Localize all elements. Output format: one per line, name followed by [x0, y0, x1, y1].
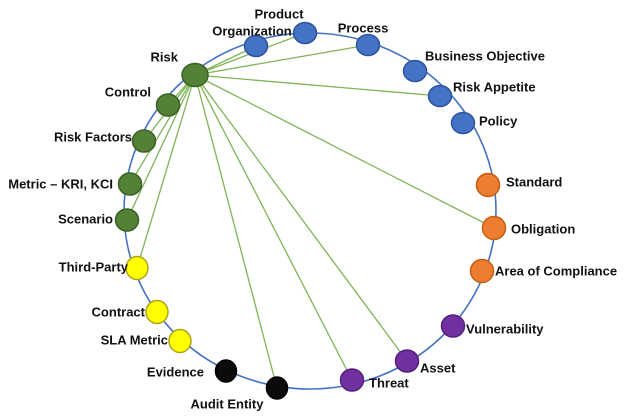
node-obligation — [481, 215, 507, 241]
label-contract: Contract — [92, 305, 146, 320]
node-process — [355, 33, 381, 57]
node-standard — [475, 172, 501, 198]
node-area-of-compliance — [469, 258, 495, 284]
node-control — [155, 93, 181, 117]
label-scenario: Scenario — [58, 212, 113, 227]
label-audit-entity: Audit Entity — [191, 397, 265, 412]
node-evidence — [214, 359, 238, 383]
node-risk-appetite — [427, 84, 453, 108]
label-organization: Organization — [212, 24, 292, 39]
node-metric-kri-kci — [117, 172, 143, 196]
label-risk-appetite: Risk Appetite — [453, 80, 536, 95]
node-risk-factors — [131, 129, 157, 153]
node-scenario — [114, 208, 140, 232]
label-obligation: Obligation — [511, 222, 575, 237]
node-sla-metric — [168, 328, 192, 354]
label-policy: Policy — [479, 114, 518, 129]
label-risk: Risk — [151, 50, 179, 65]
edge-risk-risk-appetite — [194, 74, 441, 97]
node-policy — [450, 111, 476, 135]
node-asset — [394, 349, 420, 373]
node-organization — [243, 34, 269, 58]
label-metric-kri-kci: Metric – KRI, KCI — [8, 177, 113, 192]
edge-risk-process — [194, 44, 369, 76]
edge-risk-scenario — [126, 74, 196, 221]
label-process: Process — [338, 21, 389, 36]
node-threat — [339, 368, 365, 392]
node-product — [292, 21, 318, 45]
label-threat: Threat — [369, 376, 409, 391]
edge-risk-metric-kri-kci — [129, 74, 196, 185]
label-business-objective: Business Objective — [425, 49, 545, 64]
label-standard: Standard — [506, 175, 562, 190]
node-vulnerability — [440, 314, 466, 338]
edge-risk-third-party — [136, 74, 196, 269]
label-evidence: Evidence — [147, 365, 204, 380]
label-control: Control — [105, 85, 151, 100]
node-business-objective — [402, 59, 428, 83]
edge-risk-asset — [194, 74, 408, 362]
label-vulnerability: Vulnerability — [466, 322, 544, 337]
label-area-of-compliance: Area of Compliance — [495, 264, 617, 279]
label-asset: Asset — [420, 361, 456, 376]
edge-risk-obligation — [194, 74, 495, 229]
node-risk — [181, 62, 209, 88]
node-third-party — [125, 255, 149, 281]
edge-risk-audit-entity — [194, 74, 278, 389]
node-audit-entity — [265, 376, 289, 400]
label-sla-metric: SLA Metric — [101, 333, 168, 348]
label-third-party: Third-Party — [59, 260, 129, 275]
node-contract — [145, 299, 169, 325]
edge-risk-threat — [194, 74, 353, 381]
label-risk-factors: Risk Factors — [54, 130, 132, 145]
label-product: Product — [254, 7, 304, 22]
